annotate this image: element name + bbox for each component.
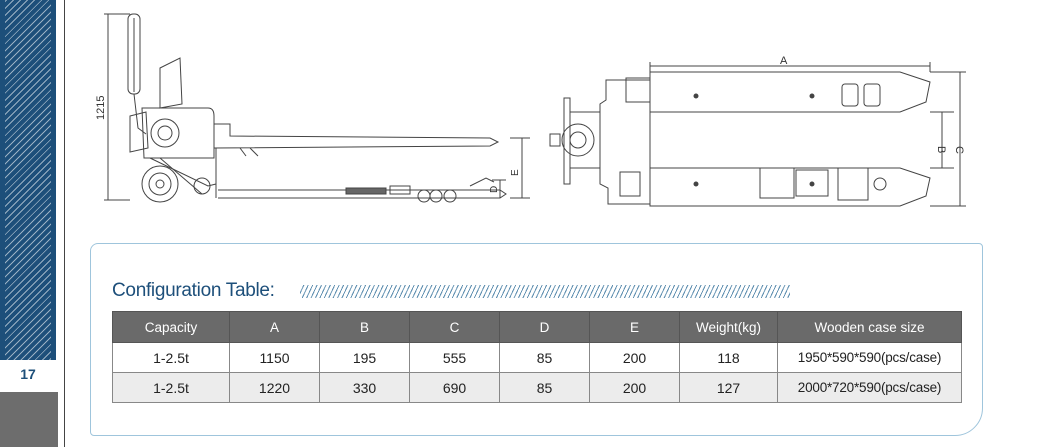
- header-capacity: Capacity: [112, 311, 230, 343]
- cell-wooden-case-size: 1950*590*590(pcs/case): [777, 342, 962, 373]
- cell-capacity: 1-2.5t: [112, 342, 230, 373]
- cell-d: 85: [499, 372, 590, 403]
- cell-c: 555: [409, 342, 500, 373]
- table-row: 1-2.5t 1150 195 555 85 200 118 1950*590*…: [112, 342, 962, 373]
- decorative-gray-block: [0, 392, 58, 447]
- header-e: E: [589, 311, 680, 343]
- cell-capacity: 1-2.5t: [112, 372, 230, 403]
- page-number: 17: [20, 366, 36, 382]
- cell-e: 200: [589, 372, 680, 403]
- configuration-table: Capacity A B C D E Weight(kg) Wooden cas…: [112, 311, 962, 403]
- dimension-e-label: E: [510, 169, 521, 176]
- dimension-c-label: C: [953, 146, 965, 154]
- cell-b: 195: [319, 342, 410, 373]
- top-view: A B C: [549, 55, 966, 207]
- table-header-row: Capacity A B C D E Weight(kg) Wooden cas…: [112, 311, 962, 343]
- cell-e: 200: [589, 342, 680, 373]
- divider-line: [64, 0, 65, 447]
- pallet-truck-drawing: 1215 E: [95, 13, 966, 207]
- dimension-a-label: A: [780, 55, 788, 67]
- configuration-panel: [90, 243, 983, 436]
- header-a: A: [229, 311, 320, 343]
- decorative-hatch: [300, 285, 790, 298]
- dimension-b-label: B: [935, 146, 947, 153]
- cell-a: 1150: [229, 342, 320, 373]
- side-view: 1215 E: [95, 13, 530, 203]
- cell-c: 690: [409, 372, 500, 403]
- dimension-height-label: 1215: [95, 96, 107, 120]
- cell-wooden-case-size: 2000*720*590(pcs/case): [777, 372, 962, 403]
- decorative-side-strip: [0, 0, 56, 360]
- config-table-title: Configuration Table:: [112, 280, 275, 301]
- header-wooden-case-size: Wooden case size: [777, 311, 962, 343]
- header-weight: Weight(kg): [679, 311, 778, 343]
- cell-d: 85: [499, 342, 590, 373]
- table-row: 1-2.5t 1220 330 690 85 200 127 2000*720*…: [112, 372, 962, 403]
- header-b: B: [319, 311, 410, 343]
- header-c: C: [409, 311, 500, 343]
- cell-a: 1220: [229, 372, 320, 403]
- header-d: D: [499, 311, 590, 343]
- cell-weight: 118: [679, 342, 778, 373]
- dimension-d-label: D: [489, 186, 500, 193]
- cell-weight: 127: [679, 372, 778, 403]
- cell-b: 330: [319, 372, 410, 403]
